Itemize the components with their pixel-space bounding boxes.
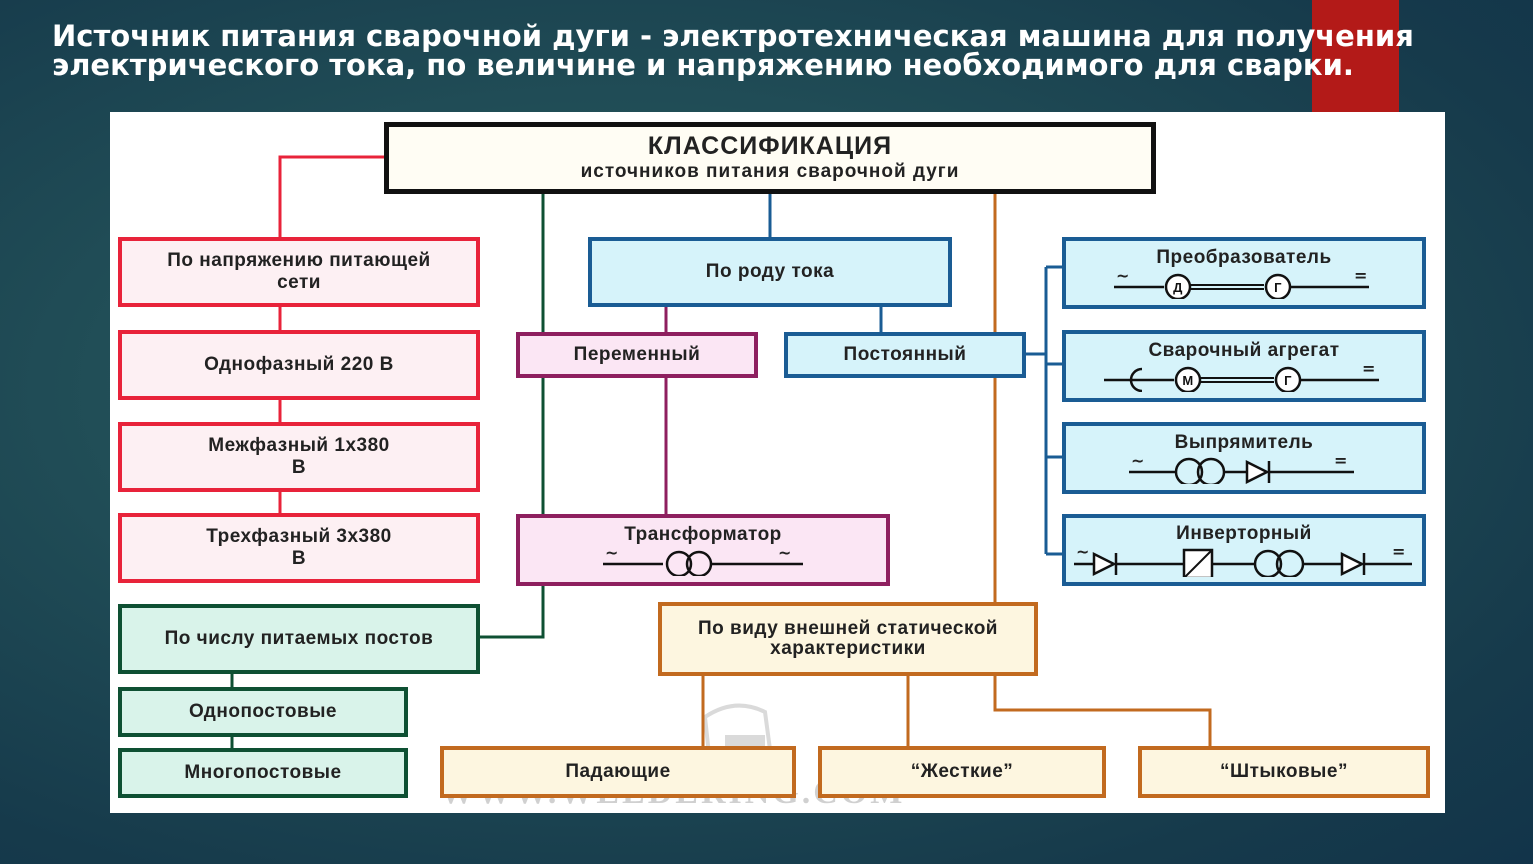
voltage-item-label: Межфазный 1х380 В bbox=[208, 435, 390, 478]
alternating-current-box: Переменный bbox=[516, 332, 758, 378]
svg-text:=: = bbox=[1354, 271, 1368, 285]
characteristic-header-label: По виду внешней статической характеристи… bbox=[698, 618, 998, 659]
engine-generator-symbol-icon: М Г = bbox=[1104, 364, 1379, 392]
svg-text:Д: Д bbox=[1173, 280, 1183, 295]
svg-text:=: = bbox=[1334, 456, 1348, 470]
svg-text:~: ~ bbox=[778, 548, 792, 562]
dc-source-label: Сварочный агрегат bbox=[1148, 340, 1340, 361]
dc-source-converter-box: Преобразователь ~ Д Г = bbox=[1062, 237, 1426, 309]
accent-bar bbox=[1312, 0, 1399, 112]
current-header-label: По роду тока bbox=[705, 261, 835, 282]
posts-header-box: По числу питаемых постов bbox=[118, 604, 480, 674]
characteristic-item-label: Падающие bbox=[565, 761, 671, 782]
voltage-item-box: Трехфазный 3х380 В bbox=[118, 513, 480, 583]
classification-diagram: WWW.WELDERING.COM КЛАССИФИКАЦИЯ источник… bbox=[110, 112, 1445, 813]
characteristic-item-box: “Жесткие” bbox=[818, 746, 1106, 798]
direct-current-box: Постоянный bbox=[784, 332, 1026, 378]
connector-lines bbox=[230, 155, 1212, 752]
svg-text:~: ~ bbox=[605, 548, 619, 562]
voltage-item-label: Однофазный 220 В bbox=[204, 354, 394, 375]
transformer-label: Трансформатор bbox=[624, 524, 782, 545]
posts-item-box: Однопостовые bbox=[118, 687, 408, 737]
direct-current-label: Постоянный bbox=[843, 344, 967, 365]
posts-header-label: По числу питаемых постов bbox=[164, 628, 434, 649]
transformer-diode-symbol-icon: ~ = bbox=[1129, 456, 1354, 484]
svg-text:=: = bbox=[1362, 364, 1376, 378]
dc-source-rectifier-box: Выпрямитель ~ = bbox=[1062, 422, 1426, 494]
svg-text:Г: Г bbox=[1274, 280, 1282, 295]
svg-text:Г: Г bbox=[1284, 373, 1292, 388]
characteristic-item-label: “Штыковые” bbox=[1220, 761, 1348, 782]
characteristic-item-box: “Штыковые” bbox=[1138, 746, 1430, 798]
voltage-item-box: Однофазный 220 В bbox=[118, 330, 480, 400]
characteristic-item-label: “Жесткие” bbox=[910, 761, 1014, 782]
inverter-symbol-icon: ~ = bbox=[1074, 547, 1412, 577]
svg-text:~: ~ bbox=[1116, 271, 1130, 285]
svg-text:~: ~ bbox=[1131, 456, 1145, 470]
dc-source-inverter-box: Инверторный ~ = bbox=[1062, 514, 1426, 586]
dc-source-welding-unit-box: Сварочный агрегат М Г = bbox=[1062, 330, 1426, 402]
posts-item-label: Однопостовые bbox=[189, 701, 337, 722]
characteristic-header-box: По виду внешней статической характеристи… bbox=[658, 602, 1038, 676]
current-header-box: По роду тока bbox=[588, 237, 952, 307]
posts-item-label: Многопостовые bbox=[184, 762, 342, 783]
characteristic-item-box: Падающие bbox=[440, 746, 796, 798]
dc-source-label: Преобразователь bbox=[1156, 247, 1332, 268]
root-box: КЛАССИФИКАЦИЯ источников питания сварочн… bbox=[384, 122, 1156, 194]
voltage-item-box: Межфазный 1х380 В bbox=[118, 422, 480, 492]
transformer-box: Трансформатор ~ ~ bbox=[516, 514, 890, 586]
root-subtitle: источников питания сварочной дуги bbox=[580, 161, 960, 182]
alternating-current-label: Переменный bbox=[573, 344, 701, 365]
root-title: КЛАССИФИКАЦИЯ bbox=[647, 132, 893, 160]
dc-source-label: Инверторный bbox=[1176, 523, 1312, 544]
slide-title: Источник питания сварочной дуги - электр… bbox=[52, 19, 1414, 82]
connector-voltage bbox=[278, 155, 386, 240]
motor-generator-symbol-icon: ~ Д Г = bbox=[1114, 271, 1369, 299]
svg-text:М: М bbox=[1182, 373, 1193, 388]
dc-source-label: Выпрямитель bbox=[1174, 432, 1314, 453]
svg-text:=: = bbox=[1392, 547, 1406, 561]
posts-item-box: Многопостовые bbox=[118, 748, 408, 798]
transformer-symbol-icon: ~ ~ bbox=[603, 548, 803, 576]
voltage-header-box: По напряжению питающей сети bbox=[118, 237, 480, 307]
svg-text:~: ~ bbox=[1076, 547, 1090, 561]
voltage-item-label: Трехфазный 3х380 В bbox=[206, 526, 392, 569]
voltage-header-label: По напряжению питающей сети bbox=[167, 250, 431, 293]
